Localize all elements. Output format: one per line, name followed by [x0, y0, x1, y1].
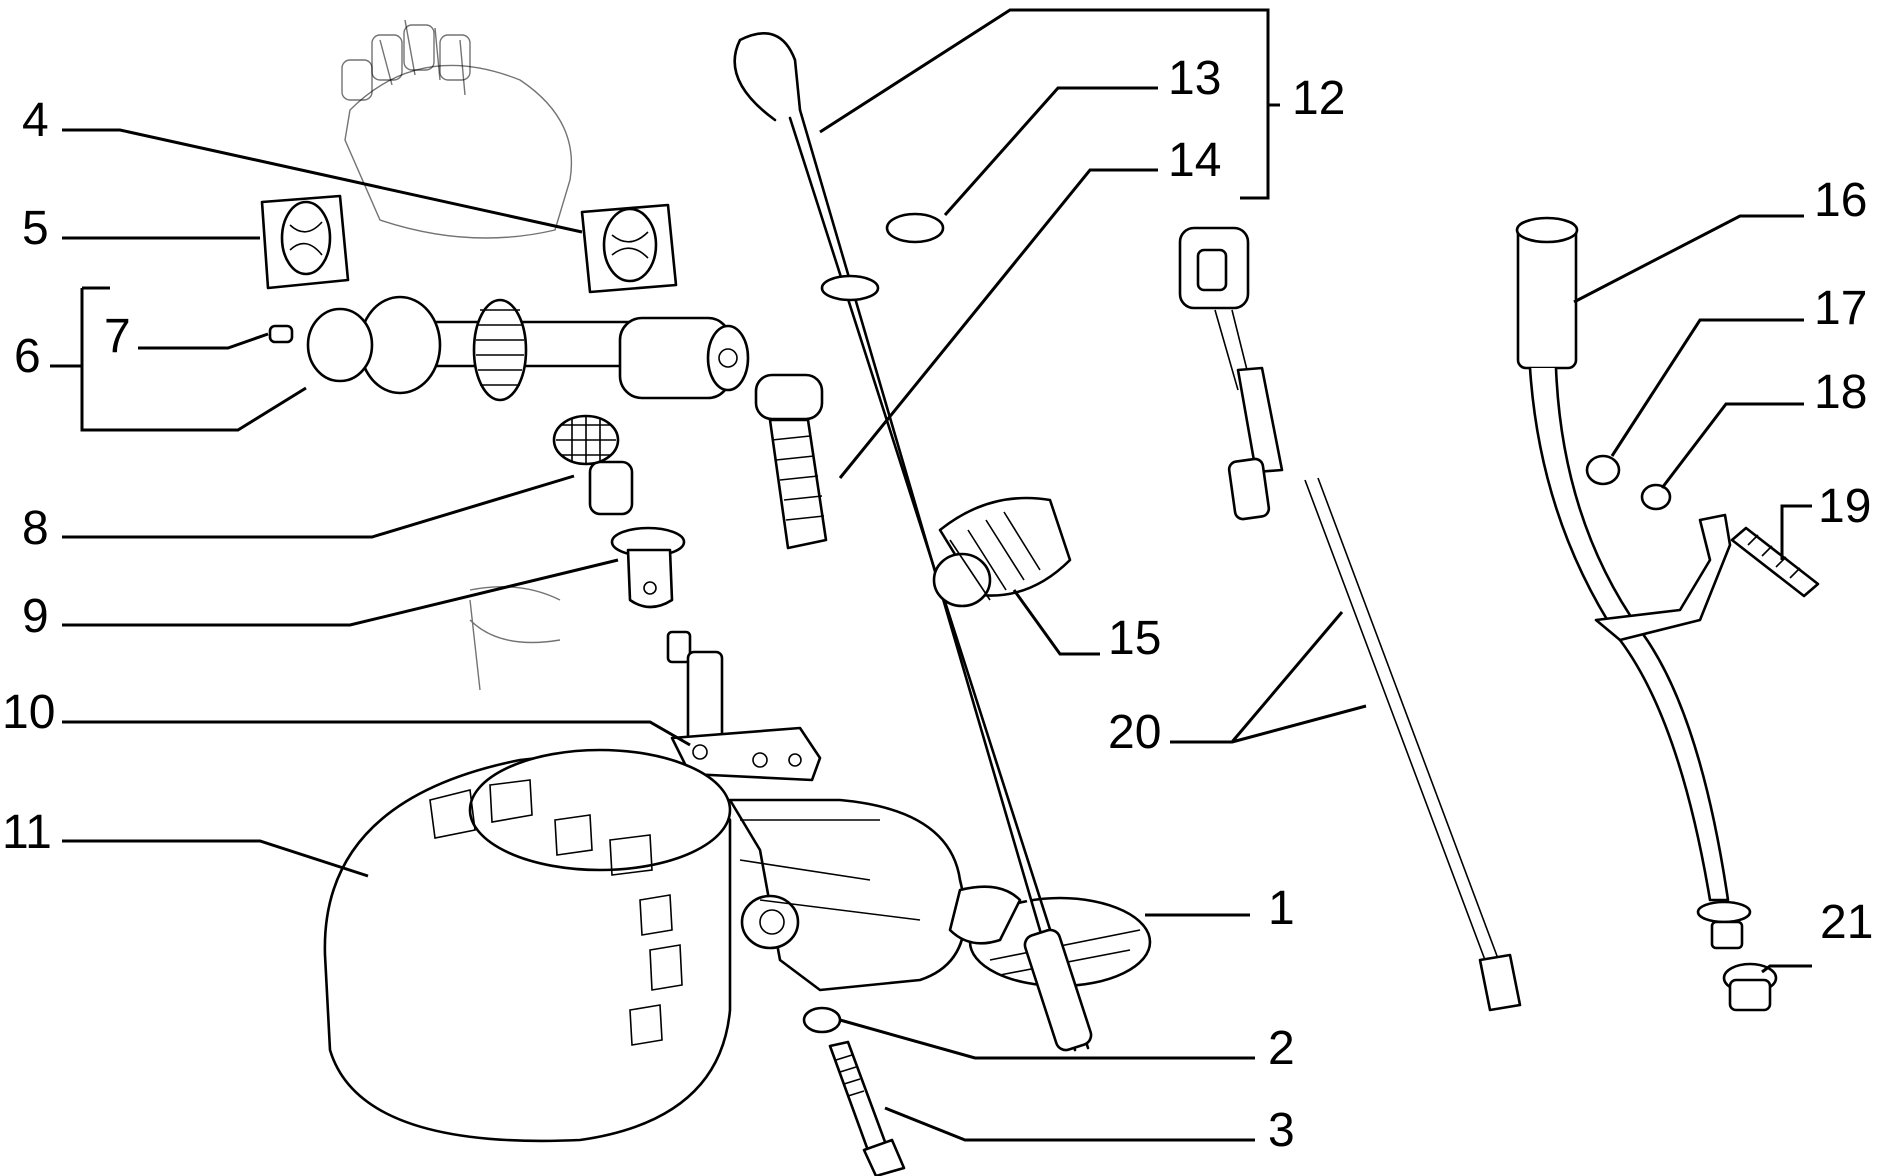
label-part-5: 5 — [22, 202, 49, 255]
pin-part-7 — [268, 324, 294, 344]
label-part-2: 2 — [1268, 1022, 1295, 1075]
washer-part-18 — [1640, 483, 1672, 511]
part-number-labels: 1 2 3 4 5 6 7 8 9 10 11 12 13 14 15 16 1… — [2, 52, 1873, 1157]
drive-gear — [472, 298, 528, 402]
label-part-11: 11 — [2, 806, 52, 859]
label-part-15: 15 — [1108, 612, 1161, 665]
label-part-12: 12 — [1292, 72, 1345, 125]
bracket — [1594, 513, 1732, 642]
label-part-21: 21 — [1820, 896, 1873, 949]
label-part-13: 13 — [1168, 52, 1221, 105]
label-part-20: 20 — [1108, 706, 1161, 759]
leader-lines — [50, 8, 1812, 1142]
distributor-cap-outline — [341, 19, 573, 691]
sleeve-part-9 — [610, 526, 686, 609]
dipstick-tube-part-12 — [733, 32, 1093, 1052]
sensor-part-14 — [754, 373, 828, 550]
nut-part-17 — [1585, 454, 1621, 486]
label-part-16: 16 — [1814, 174, 1867, 227]
label-part-9: 9 — [22, 590, 49, 643]
oil-pump-part-10 — [666, 630, 1152, 992]
label-part-4: 4 — [22, 94, 49, 147]
bushing-part-4 — [580, 203, 678, 294]
label-part-1: 1 — [1268, 882, 1295, 935]
washer-part-2 — [802, 1006, 842, 1034]
label-part-8: 8 — [22, 502, 49, 555]
label-part-17: 17 — [1814, 282, 1867, 335]
bolt-part-3 — [828, 1040, 906, 1176]
stud-part-19 — [1730, 526, 1820, 598]
label-part-18: 18 — [1814, 366, 1867, 419]
shaft-assembly-part-6 — [268, 295, 750, 402]
label-part-7: 7 — [104, 310, 131, 363]
label-part-19: 19 — [1818, 480, 1871, 533]
plug-part-13 — [885, 212, 945, 244]
label-part-3: 3 — [1268, 1104, 1295, 1157]
label-part-14: 14 — [1168, 134, 1221, 187]
bushing-part-5 — [260, 194, 350, 290]
cap-part-21 — [1722, 962, 1778, 1012]
oil-level-sensor-part-20 — [1178, 226, 1522, 1012]
oil-filter-part-11 — [323, 748, 732, 1143]
label-part-6: 6 — [14, 330, 41, 383]
pinion-part-8 — [552, 414, 634, 516]
label-part-10: 10 — [2, 686, 55, 739]
fitting-part-15 — [932, 496, 1072, 608]
